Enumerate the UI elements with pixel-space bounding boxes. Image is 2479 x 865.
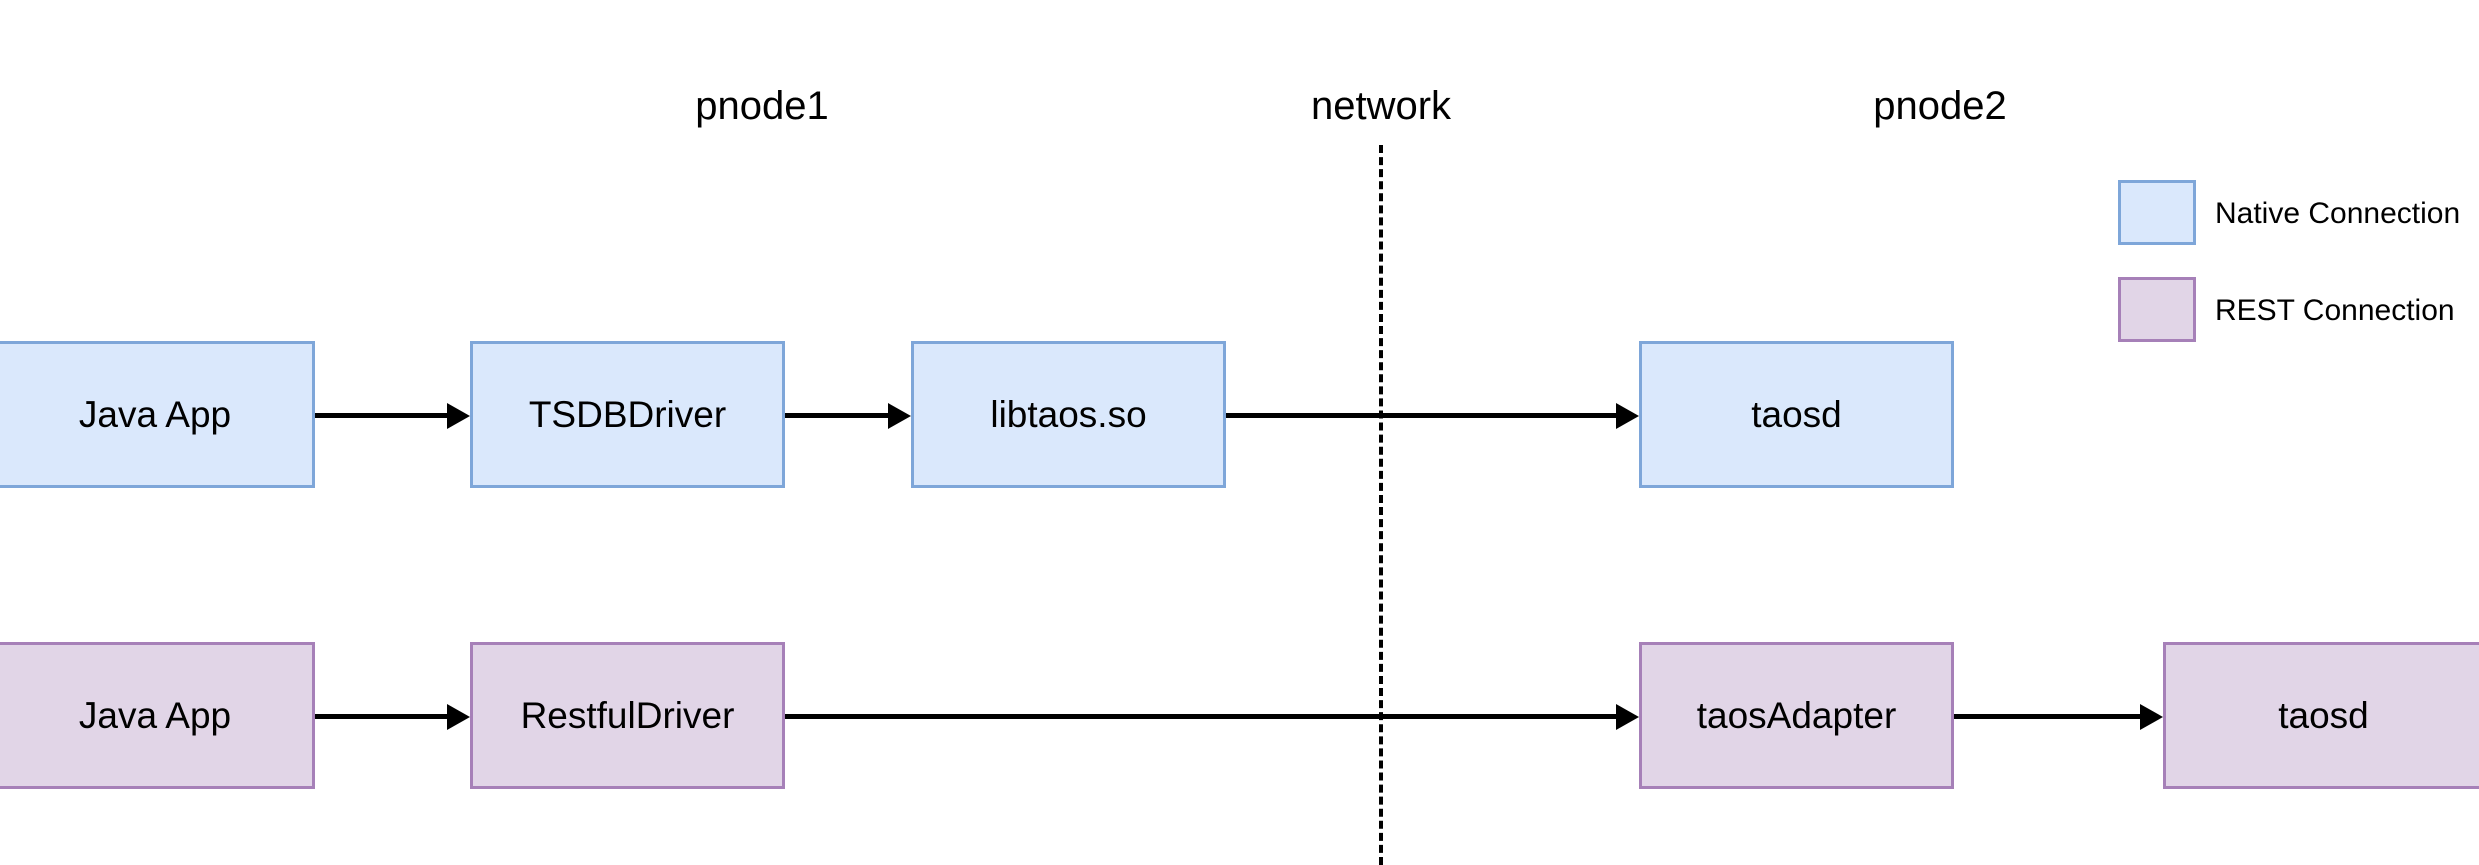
arrowhead-icon (2140, 704, 2163, 730)
legend-swatch-native (2118, 180, 2196, 245)
node-restful-driver[interactable]: RestfulDriver (470, 642, 785, 789)
node-taosd-native[interactable]: taosd (1639, 341, 1954, 488)
node-taos-adapter[interactable]: taosAdapter (1639, 642, 1954, 789)
zone-label-pnode1: pnode1 (695, 84, 829, 128)
node-tsdb-driver[interactable]: TSDBDriver (470, 341, 785, 488)
edge-java-app-to-tsdbdriver (315, 413, 447, 418)
arrowhead-icon (447, 704, 470, 730)
node-label: Java App (78, 695, 232, 736)
legend-label-native: Native Connection (2215, 197, 2461, 230)
node-label: taosd (1751, 394, 1842, 435)
zone-label-pnode2: pnode2 (1873, 84, 2007, 128)
node-label: taosd (2278, 695, 2369, 736)
edge-taosadapter-to-taosd (1954, 714, 2140, 719)
edge-libtaos-to-taosd (1226, 413, 1616, 418)
node-label: RestfulDriver (520, 695, 735, 736)
edge-restfuldriver-to-taosadapter (785, 714, 1616, 719)
node-java-app-native[interactable]: Java App (0, 341, 315, 488)
node-label: libtaos.so (990, 394, 1147, 435)
edge-tsdbdriver-to-libtaos (785, 413, 888, 418)
legend-label-rest: REST Connection (2215, 294, 2455, 327)
arrowhead-icon (1616, 403, 1639, 429)
node-label: Java App (78, 394, 232, 435)
network-divider-line (1379, 145, 1383, 865)
arrowhead-icon (1616, 704, 1639, 730)
arrowhead-icon (447, 403, 470, 429)
zone-label-network: network (1310, 84, 1452, 128)
node-libtaos-so[interactable]: libtaos.so (911, 341, 1226, 488)
node-label: TSDBDriver (528, 394, 727, 435)
legend-swatch-rest (2118, 277, 2196, 342)
node-java-app-rest[interactable]: Java App (0, 642, 315, 789)
node-label: taosAdapter (1696, 695, 1897, 736)
node-taosd-rest[interactable]: taosd (2163, 642, 2479, 789)
edge-java-app-to-restfuldriver (315, 714, 447, 719)
arrowhead-icon (888, 403, 911, 429)
